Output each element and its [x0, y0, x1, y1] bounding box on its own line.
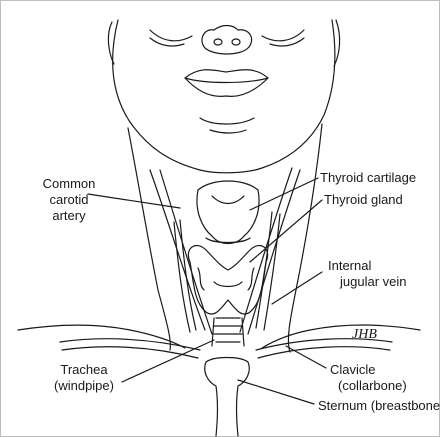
thyroid-cartilage: [197, 181, 259, 244]
trachea: [214, 318, 242, 342]
eye-right: [262, 30, 304, 41]
label-thyroid-cartilage: Thyroid cartilage: [320, 170, 416, 186]
sternum: [205, 358, 250, 437]
chin: [200, 118, 254, 124]
label-internal-jugular: Internal jugular vein: [328, 258, 407, 290]
leader-jugular: [272, 272, 322, 304]
clavicle-left: [60, 339, 200, 358]
label-internal-jugular-line1: Internal: [328, 258, 407, 274]
label-trachea-line2: (windpipe): [44, 378, 124, 394]
label-clavicle: Clavicle (collarbone): [330, 362, 407, 394]
neck-right: [288, 124, 322, 352]
label-clavicle-line2: (collarbone): [330, 378, 407, 394]
label-common-carotid-line3: artery: [34, 208, 104, 224]
shoulder-left: [18, 325, 185, 348]
label-sternum: Sternum (breastbone): [318, 398, 440, 414]
label-common-carotid: Common carotid artery: [34, 176, 104, 224]
leader-trachea: [122, 340, 214, 382]
leader-sternum: [238, 380, 314, 404]
label-clavicle-line1: Clavicle: [330, 362, 407, 378]
label-common-carotid-line1: Common: [34, 176, 104, 192]
nose: [202, 26, 252, 55]
neck-left: [128, 128, 170, 350]
leader-thyroid-gland: [250, 200, 322, 262]
label-internal-jugular-line2: jugular vein: [328, 274, 407, 290]
shoulder-right: [262, 325, 420, 348]
signature: JHB: [352, 327, 377, 342]
label-trachea-line1: Trachea: [44, 362, 124, 378]
label-common-carotid-line2: carotid: [34, 192, 104, 208]
leader-thyroid-cartilage: [250, 178, 318, 210]
label-trachea: Trachea (windpipe): [44, 362, 124, 394]
label-thyroid-gland: Thyroid gland: [324, 192, 403, 208]
eye-left: [150, 30, 192, 41]
